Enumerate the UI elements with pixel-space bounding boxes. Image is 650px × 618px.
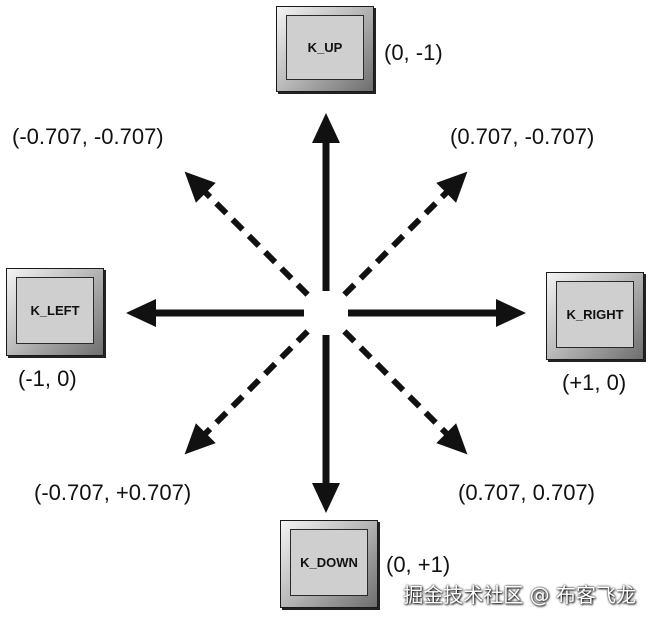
arrow-down-right-head: [436, 423, 468, 455]
arrow-down-left-shaft: [202, 329, 310, 437]
arrow-left: [126, 299, 304, 327]
vector-up-right-label: (0.707, -0.707): [450, 124, 595, 149]
vector-left-label: (-1, 0): [18, 366, 77, 391]
arrow-up-right: [342, 171, 468, 297]
key-down: K_DOWN: [280, 520, 378, 608]
arrow-down-left: [184, 329, 310, 455]
vector-down-label: (0, +1): [386, 552, 451, 577]
arrow-up: [312, 113, 340, 291]
watermark: 掘金技术社区 @ 布客飞龙: [403, 583, 636, 607]
vector-down-right-label: (0.707, 0.707): [458, 480, 595, 505]
key-up-label: K_UP: [286, 15, 364, 80]
arrow-up-left-head: [184, 171, 216, 203]
arrow-up-right-head: [436, 171, 468, 203]
key-up: K_UP: [276, 6, 374, 92]
vector-up-left-label: (-0.707, -0.707): [12, 124, 164, 149]
arrow-down-right: [342, 329, 468, 455]
key-down-label: K_DOWN: [290, 529, 368, 596]
arrow-down-left-head: [184, 423, 216, 455]
key-right-label: K_RIGHT: [556, 281, 634, 348]
arrow-left-head: [126, 299, 156, 327]
key-left-label: K_LEFT: [16, 277, 94, 344]
vector-right-label: (+1, 0): [562, 370, 627, 395]
key-left: K_LEFT: [6, 268, 104, 356]
arrow-down: [312, 335, 340, 513]
arrow-down-right-shaft: [342, 329, 450, 437]
key-right: K_RIGHT: [546, 272, 644, 360]
vector-down-left-label: (-0.707, +0.707): [34, 480, 192, 505]
arrow-up-left: [184, 171, 310, 297]
arrow-right-head: [496, 299, 526, 327]
arrow-up-head: [312, 113, 340, 143]
arrow-up-right-shaft: [342, 189, 450, 297]
arrow-down-head: [312, 483, 340, 513]
vector-up-label: (0, -1): [384, 40, 443, 65]
arrow-right: [348, 299, 526, 327]
arrow-up-left-shaft: [202, 189, 310, 297]
